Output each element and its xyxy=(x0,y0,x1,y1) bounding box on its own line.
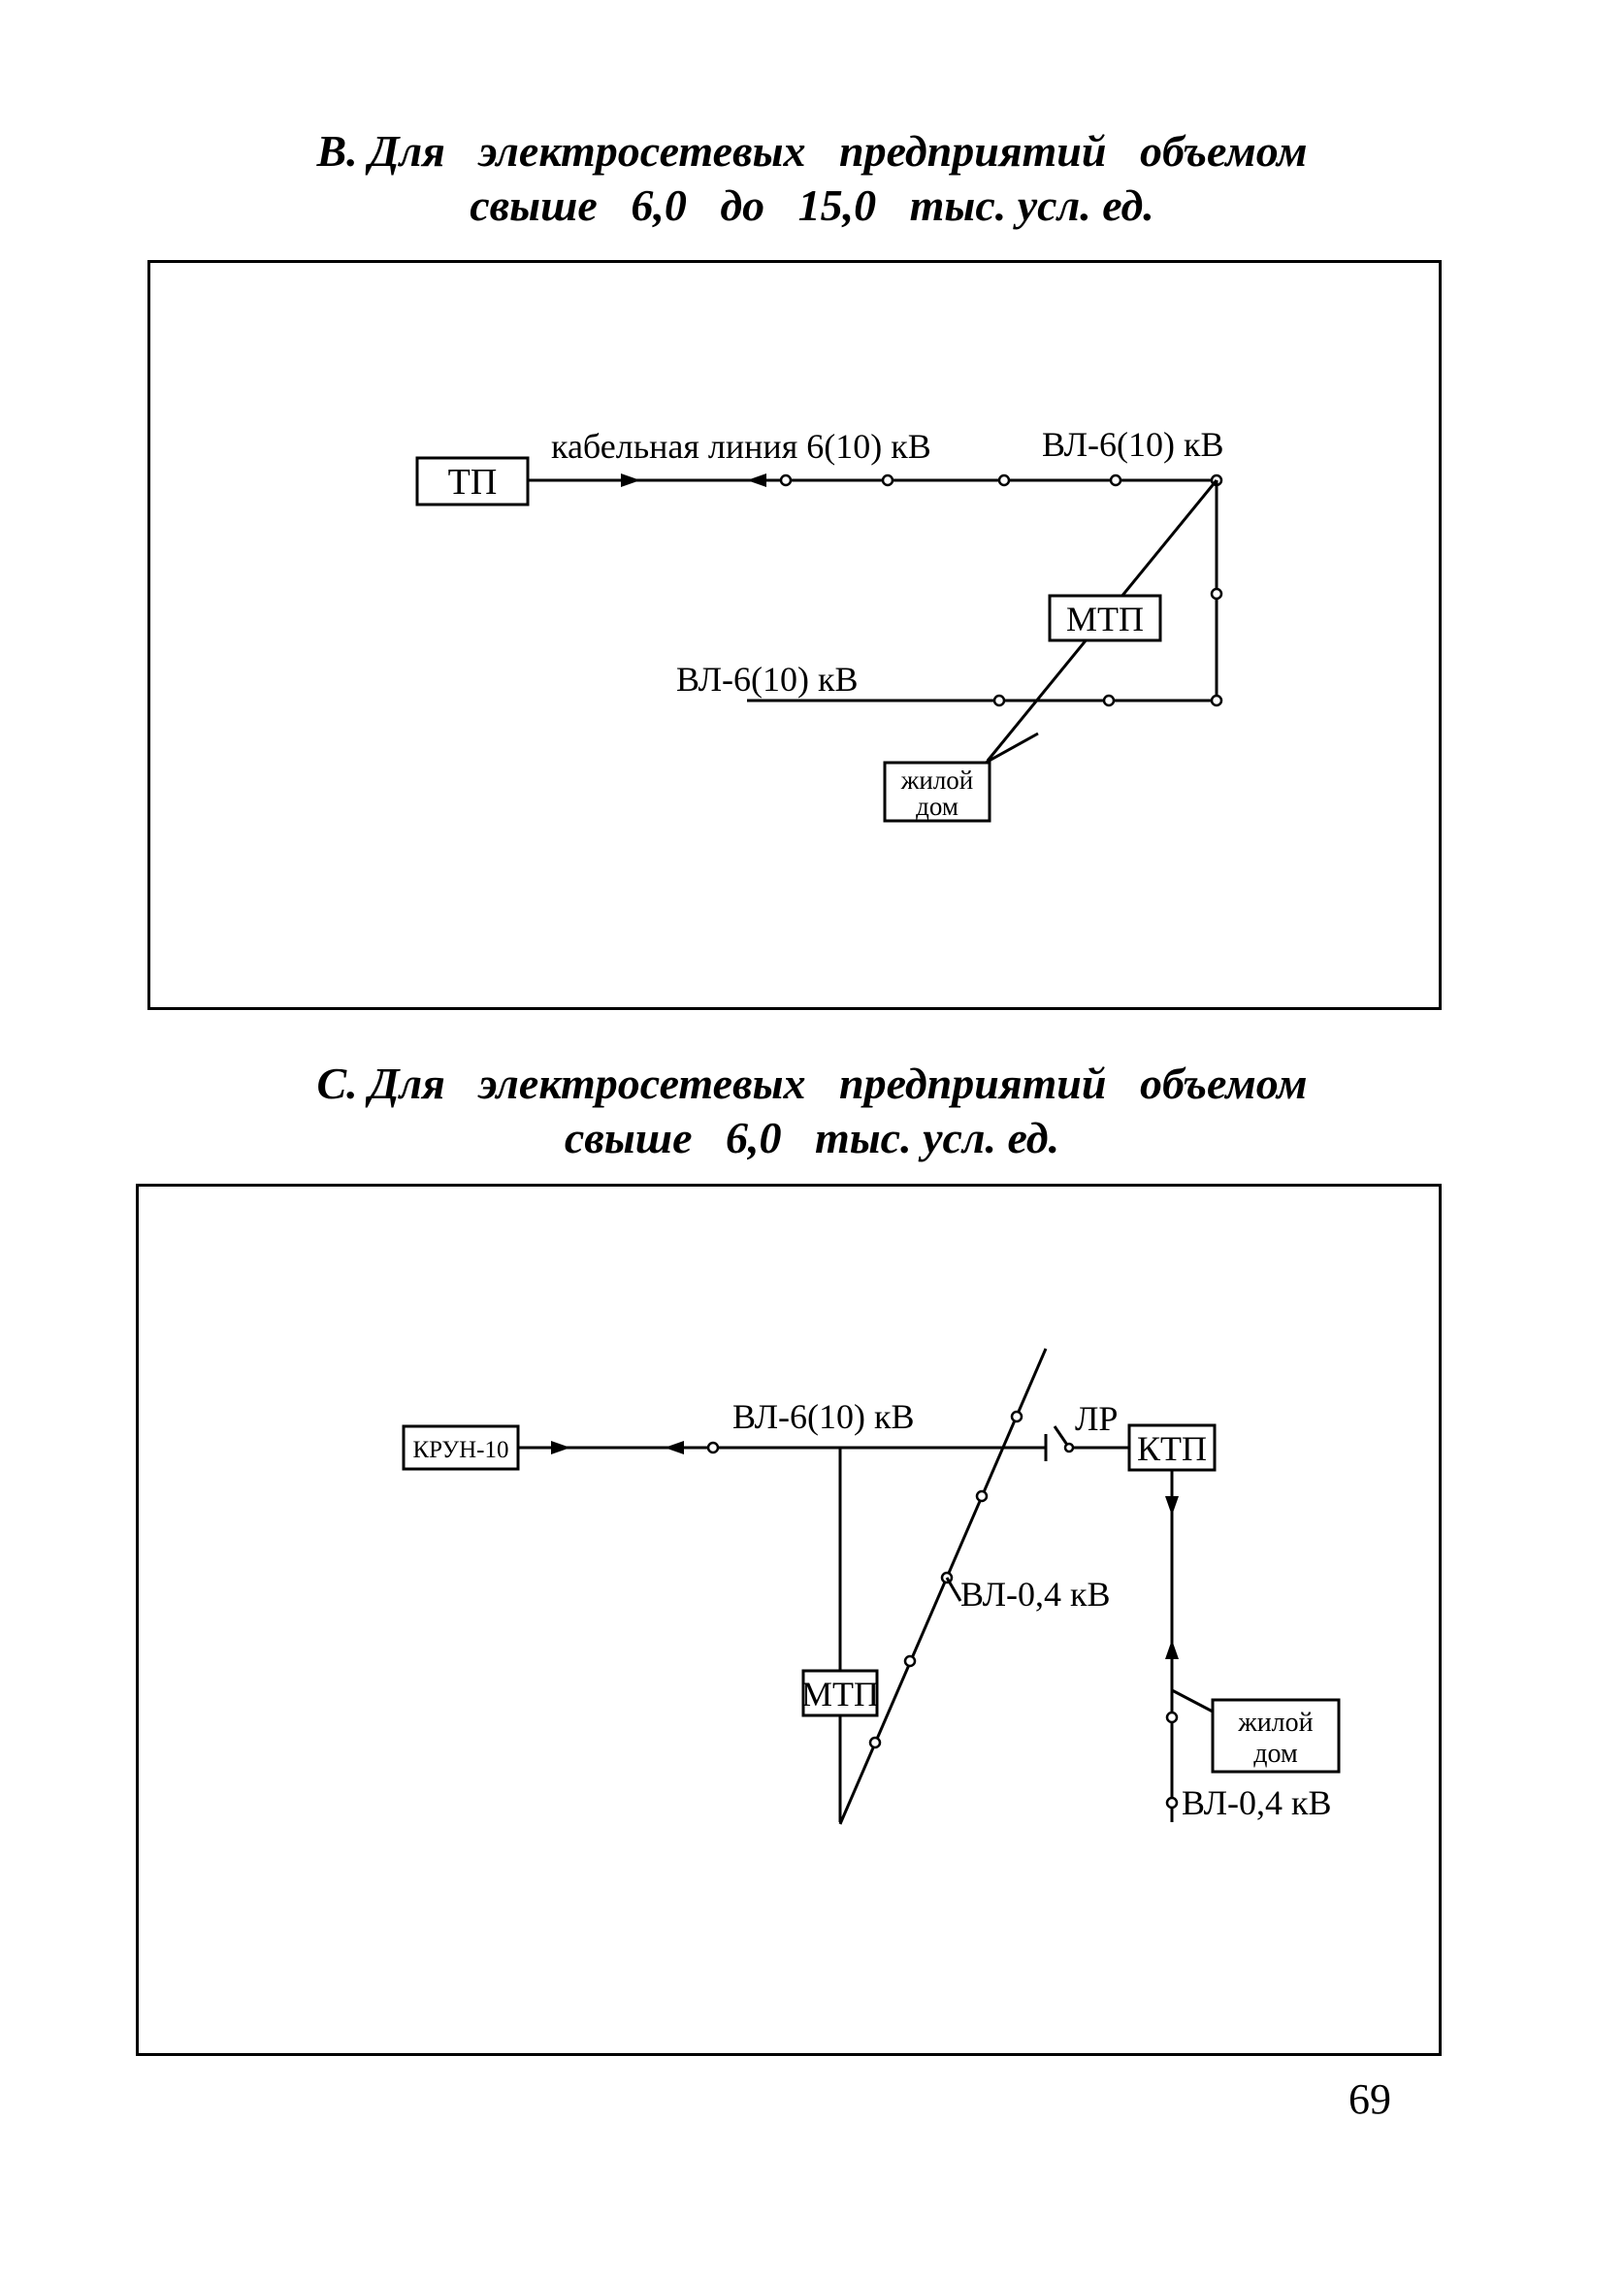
ktp-label: КТП xyxy=(1137,1429,1207,1468)
section-b-diagram-frame xyxy=(147,260,1442,1010)
line-node xyxy=(868,1736,882,1749)
page-number: 69 xyxy=(1348,2075,1391,2123)
line-node xyxy=(975,1489,989,1503)
lr-label: ЛР xyxy=(1075,1399,1118,1438)
vl-04-diagonal-label: ВЛ-0,4 кВ xyxy=(960,1575,1111,1614)
section-c-diagram-frame xyxy=(136,1184,1442,2056)
line-node xyxy=(1063,1442,1075,1453)
cable-label: кабельная линия 6(10) кВ xyxy=(551,427,931,466)
label-leader xyxy=(945,1577,962,1602)
section-c-heading-line2: свыше 6,0 тыс. усл. ед. xyxy=(564,1113,1060,1162)
cable-arrow-right xyxy=(621,473,640,487)
diagonal-line-lower xyxy=(985,732,1039,765)
section-b-heading-line2: свыше 6,0 до 15,0 тыс. усл. ед. xyxy=(470,180,1154,230)
line-node xyxy=(1102,694,1116,707)
krun-label: КРУН-10 xyxy=(412,1437,508,1463)
section-c-heading-line1: C. Для электросетевых предприятий объемо… xyxy=(316,1059,1308,1108)
house-label-line1: жилой xyxy=(900,766,974,795)
line-node xyxy=(1109,473,1122,487)
mtp-label: МТП xyxy=(1066,600,1144,638)
up-arrow xyxy=(1165,1640,1179,1659)
house-box xyxy=(883,761,991,823)
line-node xyxy=(1165,1796,1179,1810)
vl-top-label: ВЛ-6(10) кВ xyxy=(732,1397,915,1436)
section-c-diagram: КРУН-10 ВЛ-6(10) кВ ЛР КТП МТП ВЛ-0,4 кВ xyxy=(402,1348,1341,1825)
vl-right-label: ВЛ-6(10) кВ xyxy=(1042,425,1224,464)
section-b-heading: B. Для электросетевых предприятий объемо… xyxy=(0,124,1624,233)
vl-04-right-label: ВЛ-0,4 кВ xyxy=(1182,1783,1332,1822)
line-node xyxy=(1010,1410,1023,1423)
ktp-box xyxy=(1127,1423,1217,1472)
section-b-heading-line1: B. Для электросетевых предприятий объемо… xyxy=(316,126,1308,176)
mtp-label: МТП xyxy=(801,1675,879,1713)
house-box xyxy=(1211,1698,1341,1774)
house-label-line2: дом xyxy=(1253,1739,1298,1769)
vl-bottom-label: ВЛ-6(10) кВ xyxy=(676,660,859,699)
top-arrow-left xyxy=(665,1441,684,1454)
line-node xyxy=(881,473,894,487)
tp-box xyxy=(415,456,530,506)
top-arrow-right xyxy=(551,1441,570,1454)
section-c-heading: C. Для электросетевых предприятий объемо… xyxy=(0,1057,1624,1165)
line-node xyxy=(903,1654,917,1668)
line-node xyxy=(997,473,1011,487)
line-node xyxy=(706,1441,720,1454)
mtp-box xyxy=(1048,594,1162,642)
line-node xyxy=(1210,587,1223,601)
house-branch-line xyxy=(1171,1688,1214,1713)
line-node xyxy=(1165,1711,1179,1724)
house-label-line2: дом xyxy=(916,792,958,821)
line-node xyxy=(779,473,793,487)
down-arrow xyxy=(1165,1496,1179,1516)
house-label-line1: жилой xyxy=(1237,1708,1313,1738)
section-b-diagram: ТП кабельная линия 6(10) кВ ВЛ-6(10) кВ … xyxy=(415,425,1224,823)
line-node xyxy=(1210,694,1223,707)
cable-arrow-left xyxy=(747,473,766,487)
tp-label: ТП xyxy=(448,462,498,503)
line-node xyxy=(992,694,1006,707)
